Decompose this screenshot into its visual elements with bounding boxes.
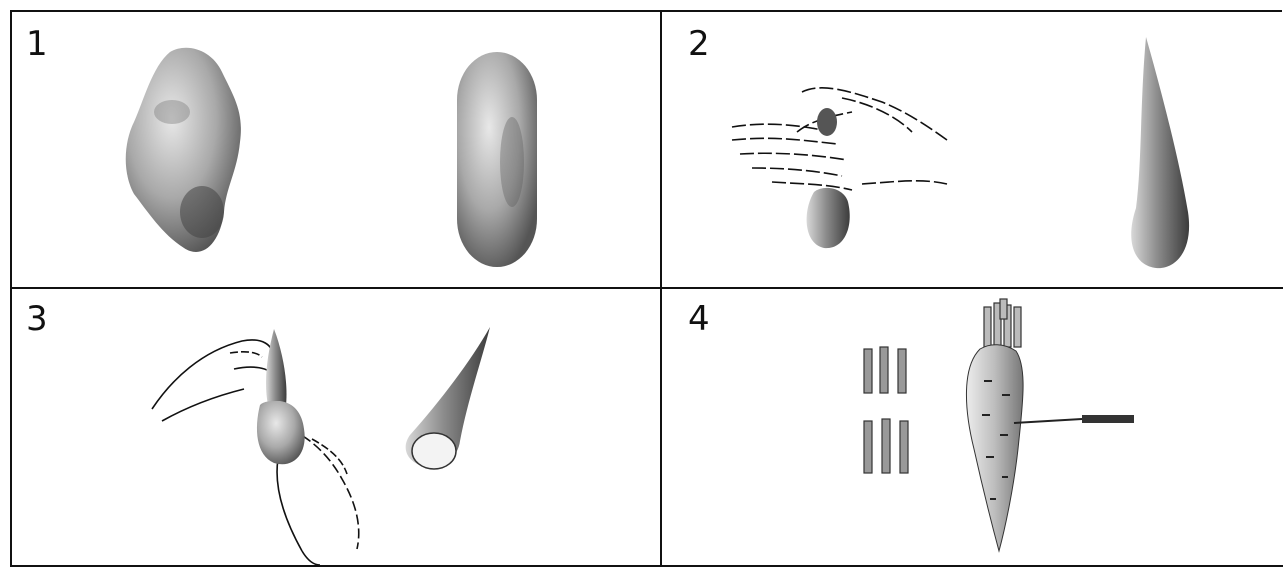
modeling-tool-illustration bbox=[662, 289, 1282, 565]
step-panel-2: 2 bbox=[662, 12, 1282, 287]
clay-roll-illustration bbox=[12, 12, 660, 287]
hands-shaping-cone-illustration bbox=[12, 289, 660, 565]
hands-rolling-clay-illustration bbox=[662, 12, 1282, 287]
step-panel-1: 1 bbox=[12, 12, 660, 287]
step-panel-4: 4 bbox=[662, 289, 1282, 565]
step-panel-3: 3 bbox=[12, 289, 660, 565]
